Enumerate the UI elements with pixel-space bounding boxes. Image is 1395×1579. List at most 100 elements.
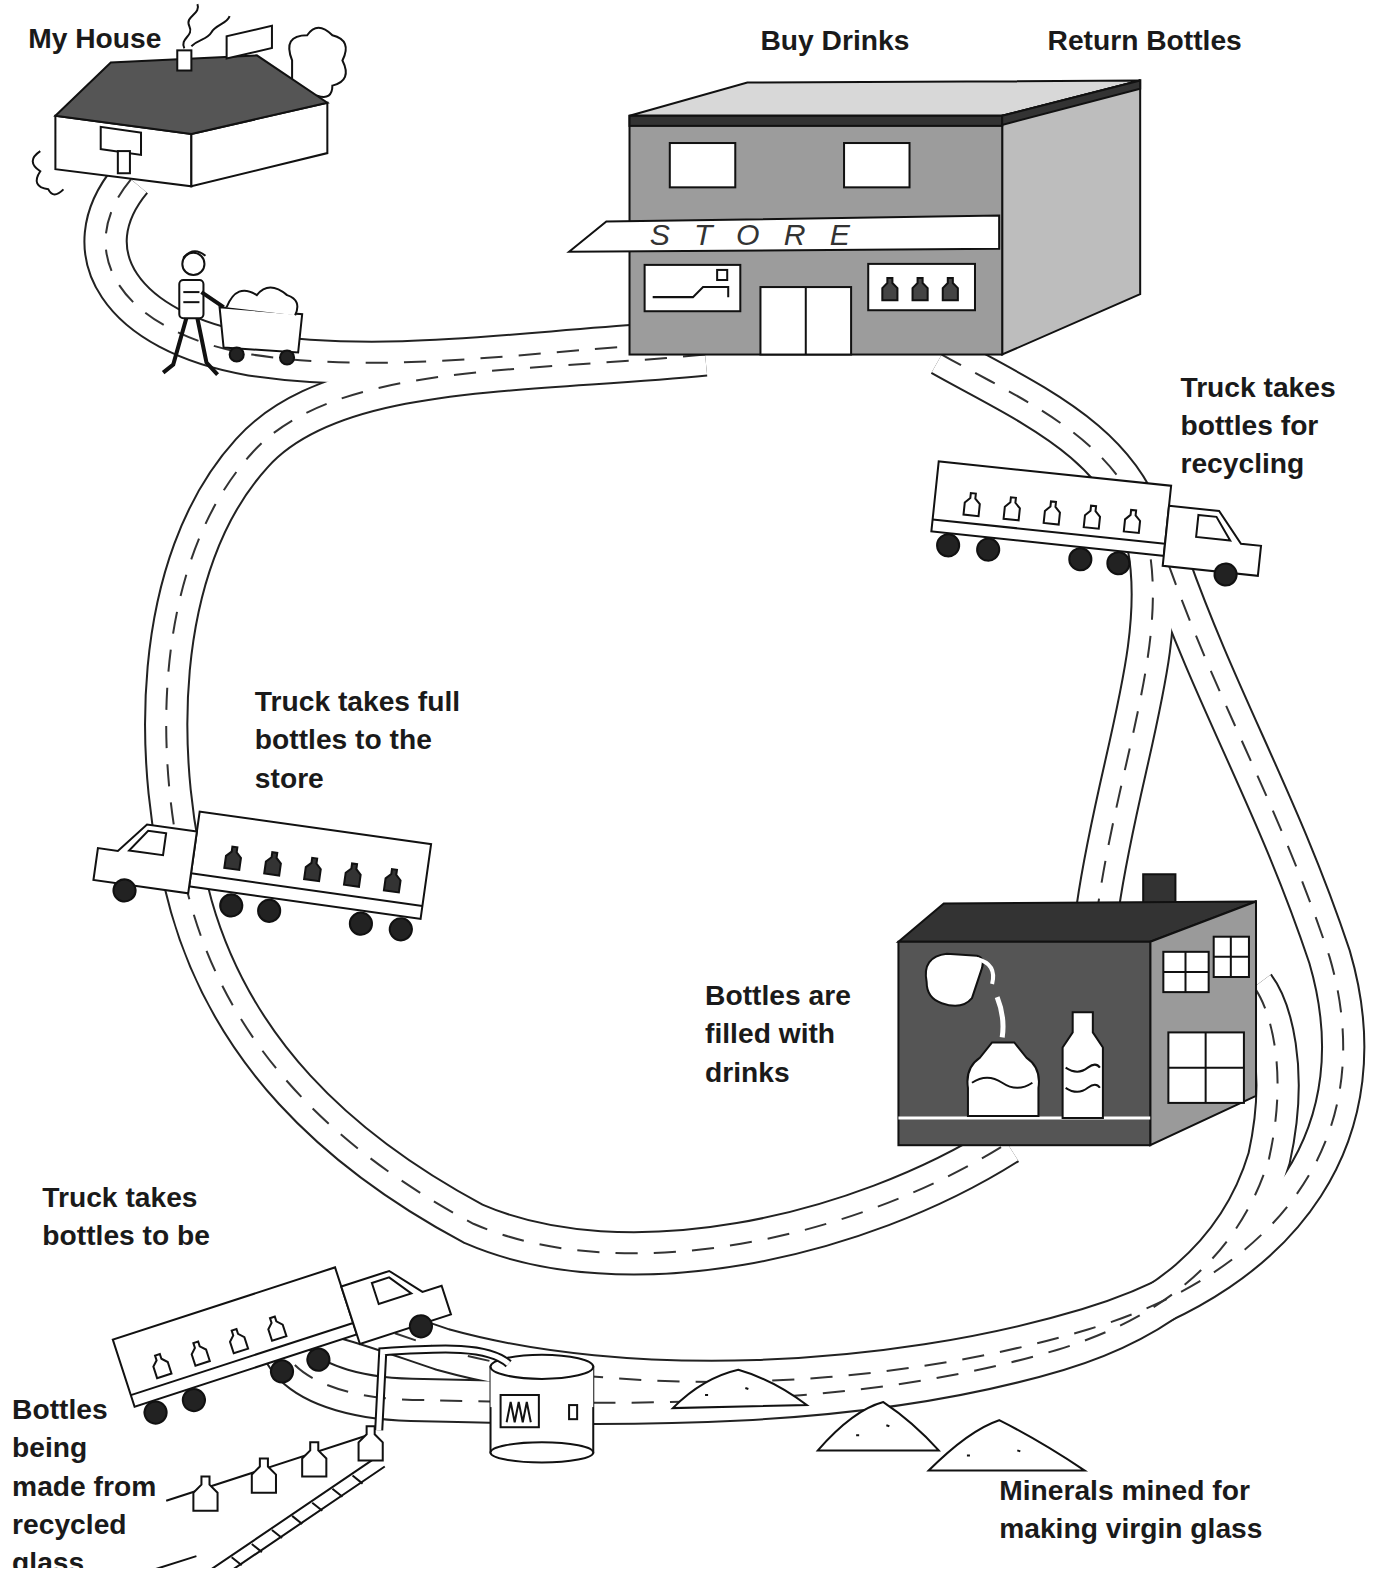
store-part [1002, 81, 1140, 355]
truck-part [1196, 515, 1232, 541]
truck-part [407, 1312, 435, 1340]
road-part-part [942, 355, 1153, 907]
glass-furnace-part [491, 1442, 594, 1462]
truck-part [1213, 562, 1237, 586]
truck-part [257, 898, 282, 923]
person-with-cart-part [183, 291, 199, 293]
truck-part [150, 1352, 171, 1378]
truck-part [304, 857, 322, 881]
mineral-pile-part [818, 1402, 939, 1450]
store-part [569, 216, 999, 252]
conveyor-belt-part [101, 1556, 197, 1568]
truck-part [131, 1323, 353, 1395]
house-part [183, 4, 229, 48]
bottling-plant-part [967, 1042, 1039, 1116]
truck-part [388, 917, 413, 942]
truck-part [112, 878, 137, 903]
person-with-cart-part [183, 301, 199, 303]
store-part [913, 278, 928, 300]
truck-part [1004, 497, 1021, 521]
conveyor-belt-part [359, 1426, 383, 1460]
store-part [1002, 81, 1140, 125]
mineral-pile [673, 1370, 1085, 1471]
truck-part [224, 846, 242, 870]
person-with-cart [163, 251, 302, 374]
glass-furnace-part [507, 1402, 531, 1422]
truck-part [1106, 551, 1130, 575]
truck-part [372, 1272, 411, 1304]
truck-part [268, 1358, 296, 1386]
conveyor-belt-part [193, 1477, 217, 1511]
mineral-pile-part [929, 1420, 1085, 1470]
person-with-cart-part [280, 351, 294, 365]
road-part-part [942, 355, 1153, 907]
store-part [645, 265, 741, 311]
bottling-plant-part [898, 942, 1150, 1145]
truck-part [931, 461, 1171, 556]
truck-part [976, 537, 1000, 561]
road-part [106, 179, 1344, 1403]
truck-part [265, 1315, 286, 1341]
mineral-pile-part [673, 1370, 807, 1408]
person-with-cart-part [179, 280, 203, 318]
store-part [943, 278, 958, 300]
mineral-pile-part [705, 1388, 1020, 1455]
glass-furnace-part [379, 1349, 509, 1430]
callout-label: Bottles being made from recycled glass [12, 1391, 165, 1568]
truck [113, 1238, 455, 1429]
bottling-plant-part [1168, 1067, 1244, 1069]
bottling-plant-part [1163, 952, 1208, 992]
bottling-plant-part [972, 1078, 1032, 1088]
truck-part [341, 1257, 451, 1344]
truck-part [180, 1386, 208, 1414]
road-part-part [166, 355, 1007, 1254]
bottling-plant-part [1163, 971, 1208, 973]
glass-furnace-part [569, 1405, 577, 1419]
bottling-plant-part [977, 959, 993, 984]
road-part-part [106, 179, 645, 363]
conveyor-belt-part [302, 1442, 326, 1476]
conveyor-belt-part [252, 1458, 276, 1492]
truck-part [264, 852, 282, 876]
truck-part [219, 893, 244, 918]
store-part [670, 143, 735, 187]
store-part [760, 287, 851, 354]
callout-label: Buy Drinks [760, 22, 961, 60]
truck-part [93, 818, 196, 893]
bottling-plant-part [1143, 874, 1175, 904]
road-part-part [106, 179, 645, 363]
road-part-part [106, 179, 645, 363]
bottling-plant [898, 874, 1256, 1145]
bottling-plant-part [1168, 1032, 1244, 1103]
road-part [106, 179, 1344, 1403]
truck-part [189, 812, 431, 919]
bottling-plant-part [926, 954, 983, 1006]
glass-furnace [379, 1349, 594, 1463]
road-part-part [166, 355, 1007, 1254]
road-part-part [942, 355, 1153, 907]
truck-part [189, 1340, 210, 1366]
truck-part [1124, 509, 1141, 533]
callout-label: Return Bottles [1048, 22, 1290, 60]
callout-label: Truck takes bottles for recycling [1180, 369, 1371, 484]
store-part [844, 143, 909, 187]
store-part [653, 287, 729, 297]
truck-part [142, 1399, 170, 1427]
person-with-cart-part [227, 288, 298, 316]
truck-part [384, 868, 402, 892]
truck-part [227, 1328, 248, 1354]
sign-text: STORE [650, 220, 982, 250]
truck-part [304, 1346, 332, 1374]
store-part [868, 264, 975, 310]
truck-part [129, 828, 166, 855]
callout-label: Truck takes full bottles to the store [255, 683, 472, 798]
bottling-plant-part [1150, 901, 1256, 1145]
callout-label: Bottles are filled with drinks [705, 977, 878, 1092]
truck-part [964, 493, 981, 517]
person-with-cart-part [230, 347, 244, 361]
store-part [805, 287, 807, 354]
truck-part [113, 1267, 357, 1406]
house-part [227, 26, 272, 59]
truck-part [1163, 506, 1264, 576]
